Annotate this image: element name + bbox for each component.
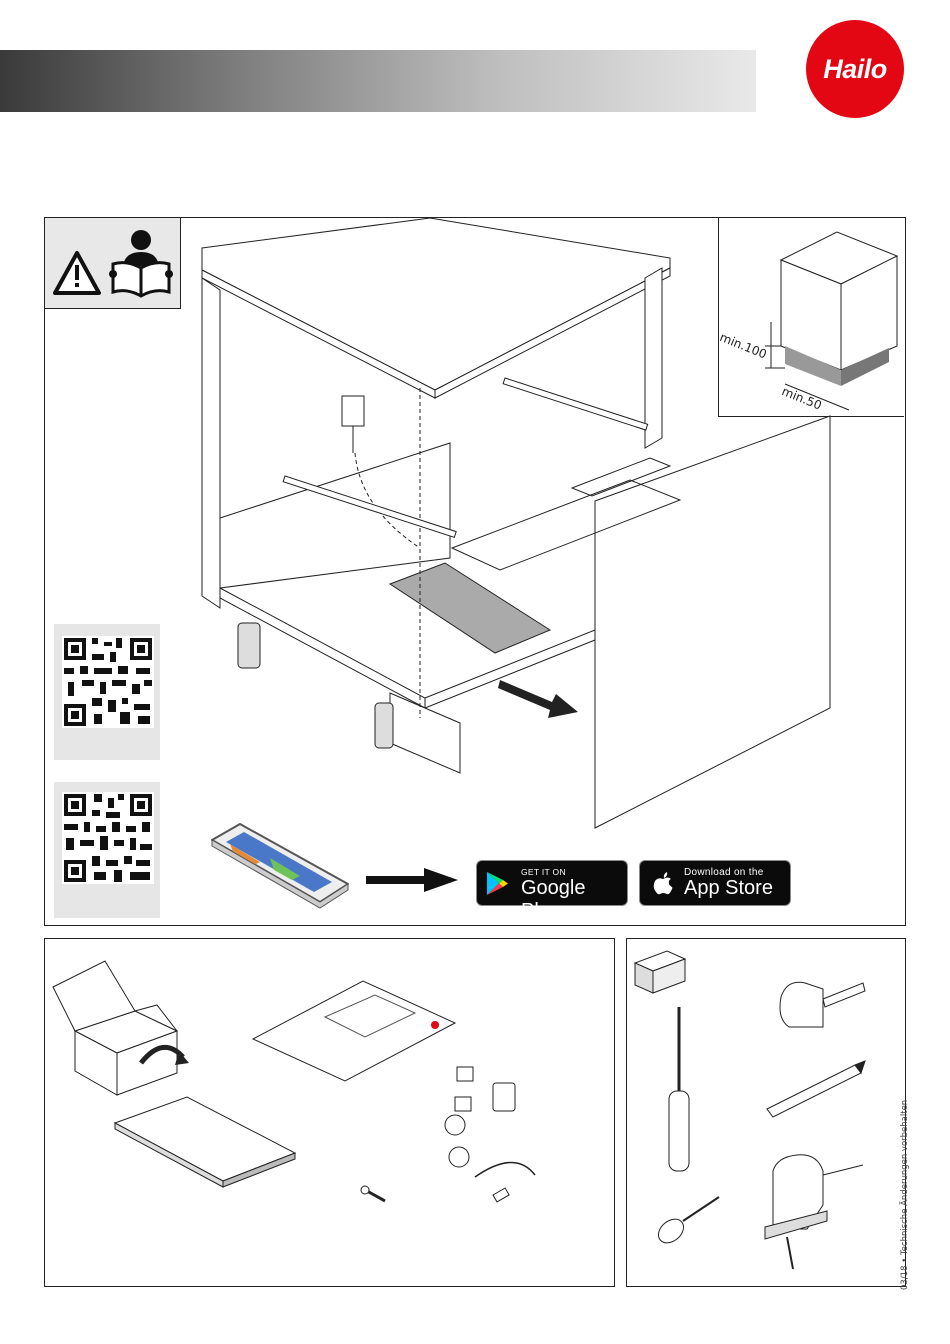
read-manual-icon [109,230,173,296]
qr-code-icon [54,624,160,760]
awl-icon [654,1197,719,1248]
apple-icon [652,870,674,896]
screwdriver-icon [669,1007,689,1171]
tools-panel [626,938,906,1287]
jigsaw-icon [765,1155,863,1269]
open-box-icon [53,961,177,1095]
qr-code-box-2 [54,782,160,918]
hailo-logo: Hailo [806,20,904,118]
cabinet-illustration [190,218,890,858]
power-adapter-icon [445,1067,515,1167]
qr-code-box-1 [54,624,160,760]
app-store-big-label: App Store [684,877,773,900]
google-play-big-label: Google Play [521,877,627,923]
warning-box [45,218,181,309]
usb-cable-icon [475,1162,535,1177]
spirit-level-icon [635,951,685,993]
logo-text: Hailo [823,54,887,85]
contents-panel [44,938,615,1287]
arrow-right-icon [366,866,461,894]
google-play-button[interactable]: GET IT ON Google Play [476,860,628,906]
qr-code-icon [54,782,160,918]
tools-graphic [627,939,905,1286]
hob-plate-icon [115,1097,295,1187]
footnote: 03/18 • Technische Änderungen vorbehalte… [900,1100,910,1290]
instruction-leaflet-icon [253,981,455,1081]
screw-icon [361,1186,385,1201]
header-gradient-bar [0,50,756,112]
google-play-small-label: GET IT ON [521,867,566,877]
warning-triangle-icon [55,253,99,293]
google-play-icon [485,870,509,897]
pull-out-arrow-icon [498,680,578,718]
smartphone-icon [200,818,355,923]
package-contents-graphic [45,939,614,1286]
warning-manual-graphic [45,218,180,308]
measuring-tape-icon [780,982,865,1027]
app-store-button[interactable]: Download on the App Store [639,860,791,906]
pencil-icon [767,1061,865,1117]
